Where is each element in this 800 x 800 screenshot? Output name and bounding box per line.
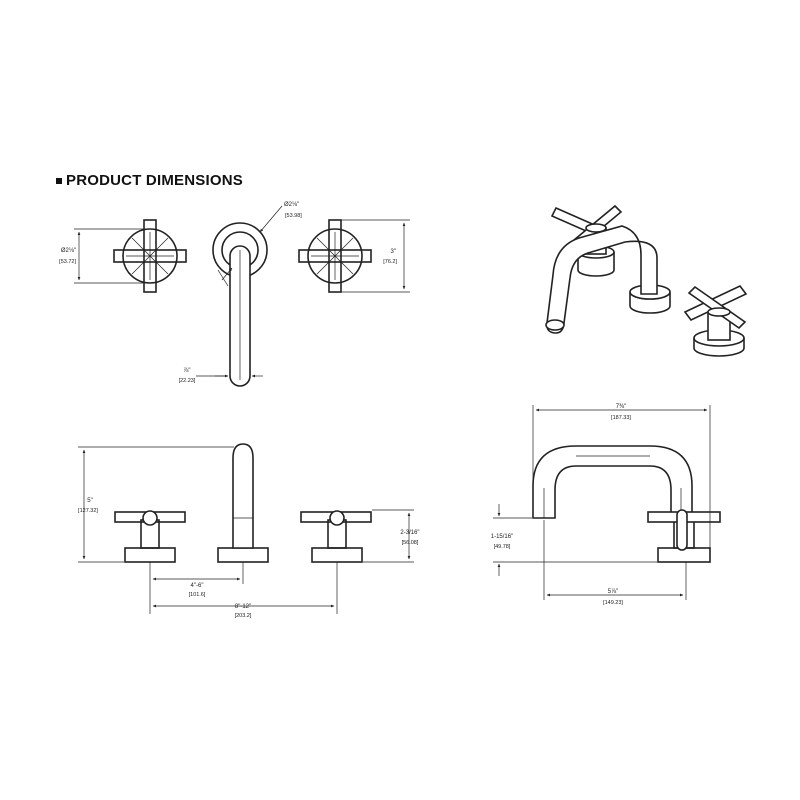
- handle-height-dimension: 2-3/16" [56.08]: [363, 509, 420, 563]
- front-right-handle: [300, 510, 372, 563]
- front-spout: [217, 443, 269, 563]
- isometric-view: [545, 204, 748, 357]
- handle-height-metric: [56.08]: [402, 540, 419, 546]
- spread-min-metric: [101.6]: [189, 592, 206, 598]
- right-handle-top-view: [298, 219, 372, 293]
- total-height-imperial: 5": [87, 498, 92, 504]
- reach-metric: [149.23]: [603, 600, 623, 606]
- heading-bullet-icon: [56, 177, 62, 184]
- total-height-metric: [127.32]: [78, 508, 98, 514]
- spout-width-metric: [22.23]: [179, 378, 196, 384]
- spread-max-dimension: 8"-12" [203.2]: [152, 562, 338, 619]
- escutcheon-diameter-metric: [53.98]: [285, 213, 302, 219]
- handle-span-dimension: 3" [76.2]: [341, 219, 410, 293]
- spout-width-imperial: ⅞": [183, 368, 190, 374]
- spout-top-view: [212, 222, 268, 387]
- iso-spout: [545, 225, 671, 334]
- iso-right-handle: [683, 284, 748, 357]
- handle-diameter-metric: [53.72]: [59, 259, 76, 265]
- reach-total-dimension: 7⅜" [187.33]: [532, 404, 711, 548]
- reach-dimension: 5⅞" [149.23]: [543, 520, 687, 606]
- front-left-handle: [114, 510, 186, 563]
- side-spout: [532, 445, 693, 519]
- reach-total-imperial: 7⅜": [616, 404, 626, 410]
- spread-max-metric: [203.2]: [235, 613, 252, 619]
- front-view: 5" [127.32] 2-3/16" [56.08] 4"-6" [101.6…: [78, 443, 420, 619]
- spout-clearance-metric: [49.78]: [494, 544, 511, 550]
- spout-clearance-imperial: 1-15/16": [491, 534, 513, 540]
- handle-height-imperial: 2-3/16": [400, 530, 419, 536]
- handle-diameter-dimension: Ø2⅛" [53.72]: [59, 228, 146, 284]
- side-view: 7⅜" [187.33] 1-15/16" [49.78] 5⅞" [149.2…: [491, 404, 721, 606]
- handle-diameter-imperial: Ø2⅛": [61, 248, 76, 254]
- total-height-dimension: 5" [127.32]: [78, 446, 234, 563]
- left-handle-top-view: [113, 219, 187, 293]
- handle-span-imperial: 3": [391, 249, 396, 255]
- section-heading: PRODUCT DIMENSIONS: [56, 172, 243, 189]
- spread-min-imperial: 4"-6": [191, 583, 204, 589]
- spout-clearance-dimension: 1-15/16" [49.78]: [491, 504, 657, 576]
- spout-width-dimension: ⅞" [22.23]: [179, 368, 263, 384]
- handle-span-metric: [76.2]: [383, 259, 397, 265]
- spread-max-imperial: 8"-12": [235, 604, 251, 610]
- reach-imperial: 5⅞": [608, 589, 618, 595]
- reach-total-metric: [187.33]: [611, 415, 631, 421]
- side-handle: [647, 509, 721, 563]
- escutcheon-diameter-imperial: Ø2⅛": [284, 202, 299, 208]
- spread-min-dimension: 4"-6" [101.6]: [149, 562, 244, 614]
- heading-text: PRODUCT DIMENSIONS: [66, 172, 243, 189]
- top-view: Ø2⅛" [53.72] Ø2⅛" [53.98] ⅞" [22.23]: [59, 202, 410, 387]
- escutcheon-diameter-dimension: Ø2⅛" [53.98]: [221, 202, 302, 281]
